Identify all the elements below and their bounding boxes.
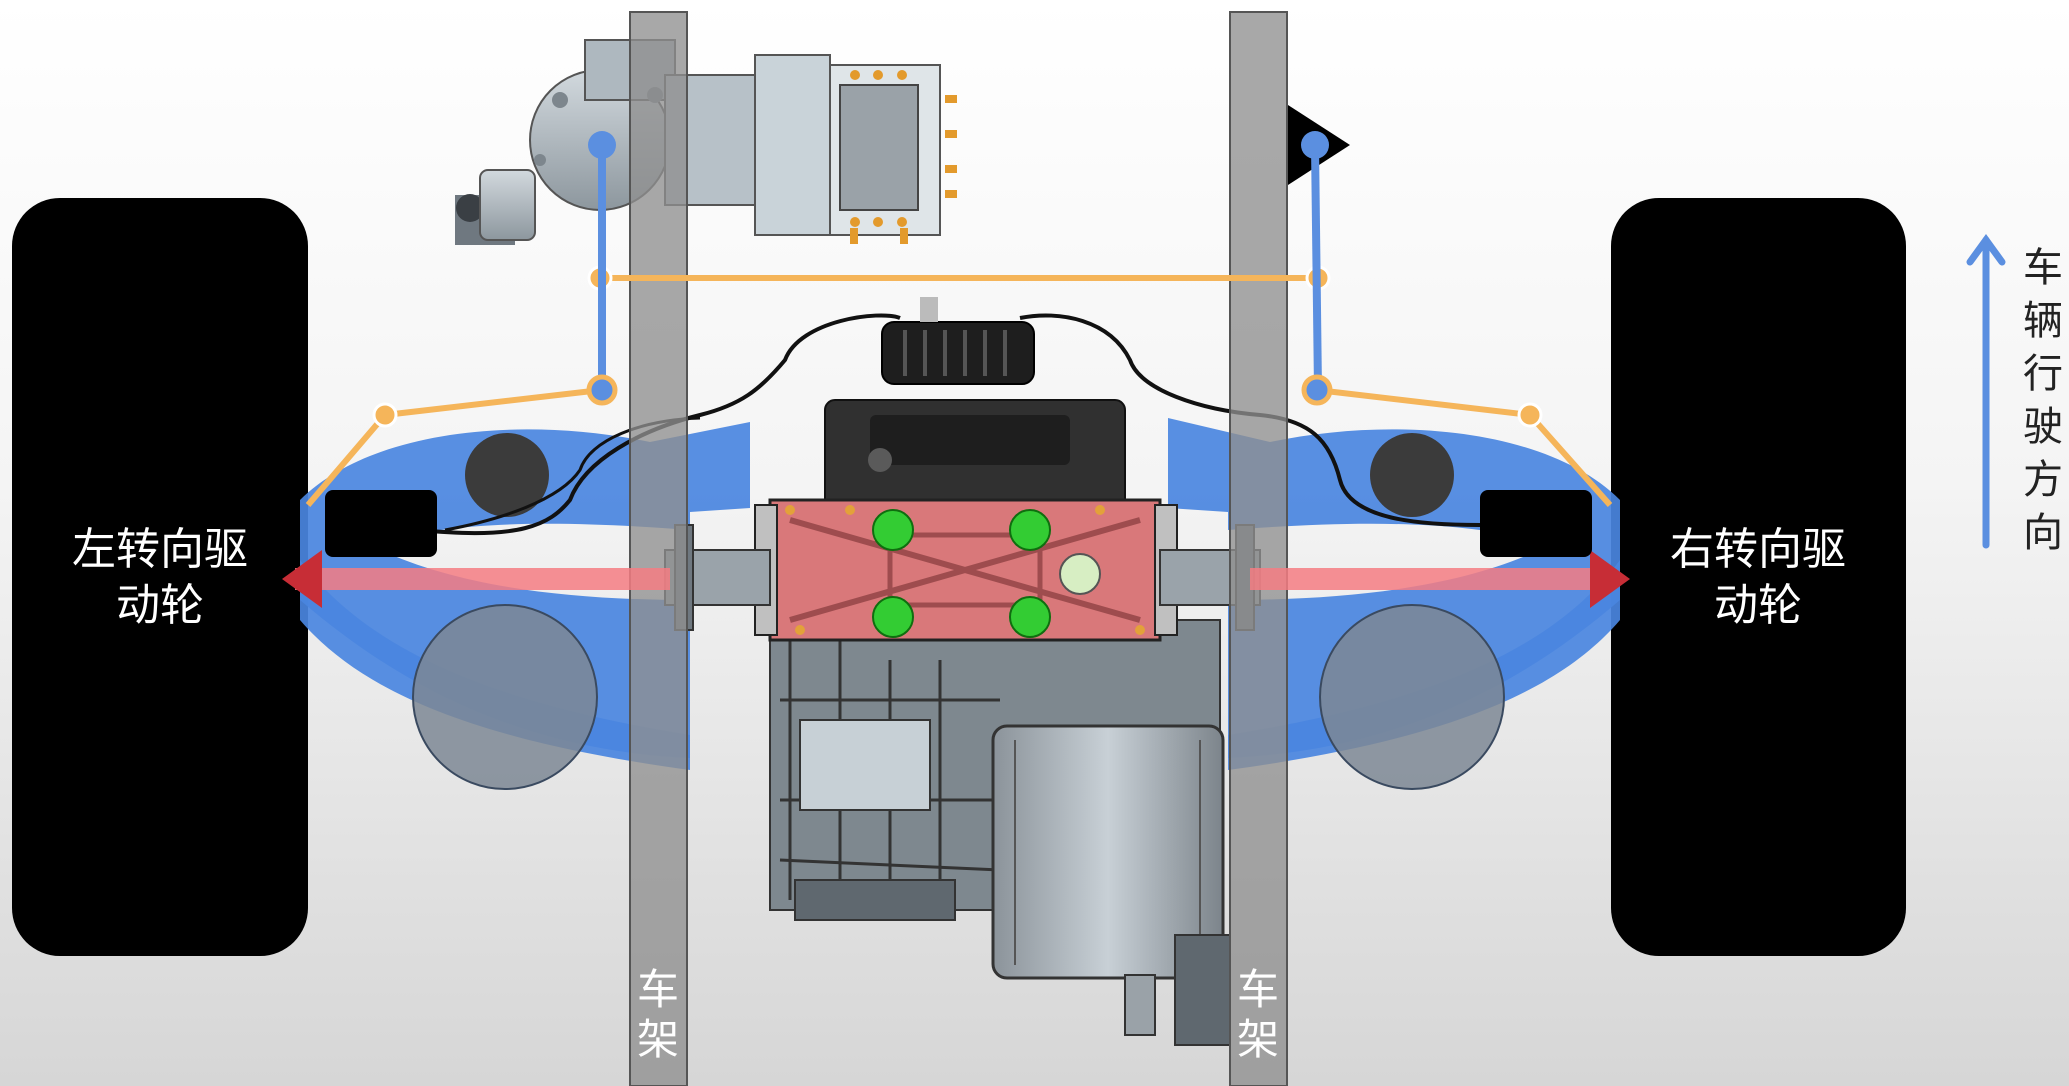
direction-arrow-icon bbox=[1966, 234, 2006, 549]
housing-bolts bbox=[872, 509, 1051, 638]
left-wheel bbox=[12, 198, 308, 956]
direction-label: 车 辆 行 驶 方 向 bbox=[2023, 245, 2063, 556]
steering-links bbox=[598, 144, 1322, 391]
right-wheel-label: 右转向驱 动轮 bbox=[1670, 524, 1846, 631]
right-steering-actuator bbox=[1480, 490, 1592, 557]
battery-pack-icon bbox=[881, 297, 1035, 385]
right-upper-ball-joint bbox=[1370, 433, 1454, 517]
right-wheel bbox=[1611, 198, 1906, 956]
steering-motor-icon bbox=[455, 39, 957, 245]
differential-housing bbox=[754, 498, 1178, 642]
left-wheel-label: 左转向驱 动轮 bbox=[72, 524, 248, 631]
right-frame-label: 车 架 bbox=[1236, 965, 1279, 1064]
drive-axis bbox=[282, 550, 1630, 608]
right-lower-joint bbox=[1319, 604, 1505, 790]
steering-link-joints bbox=[586, 131, 1333, 406]
drive-motor-icon bbox=[991, 724, 1231, 1046]
left-frame-rail bbox=[629, 11, 688, 1086]
left-upper-ball-joint bbox=[465, 433, 549, 517]
left-lower-joint bbox=[412, 604, 598, 790]
left-frame-label: 车 架 bbox=[636, 965, 679, 1064]
left-steering-actuator bbox=[325, 490, 437, 557]
upper-gear-housing bbox=[824, 399, 1126, 511]
right-frame-rail bbox=[1229, 11, 1288, 1086]
